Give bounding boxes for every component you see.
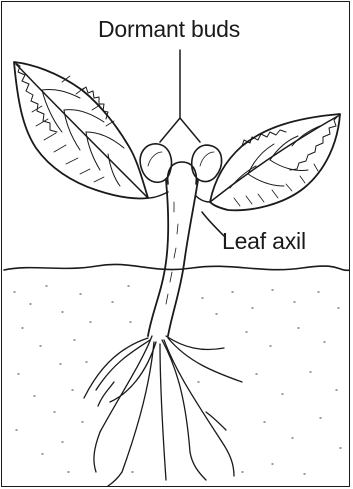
roots [84, 336, 242, 486]
dormant-buds-label: Dormant buds [98, 16, 240, 43]
dormant-buds-pointer [160, 50, 200, 142]
right-leaf [210, 114, 340, 210]
soil-surface-line [4, 264, 350, 270]
dormant-bud-left [140, 144, 171, 182]
stem [148, 180, 210, 336]
left-leaf [14, 62, 148, 199]
leaf-axil-pointer [202, 212, 224, 236]
soil-speckles [14, 286, 341, 474]
leaf-axil-label: Leaf axil [222, 228, 306, 255]
